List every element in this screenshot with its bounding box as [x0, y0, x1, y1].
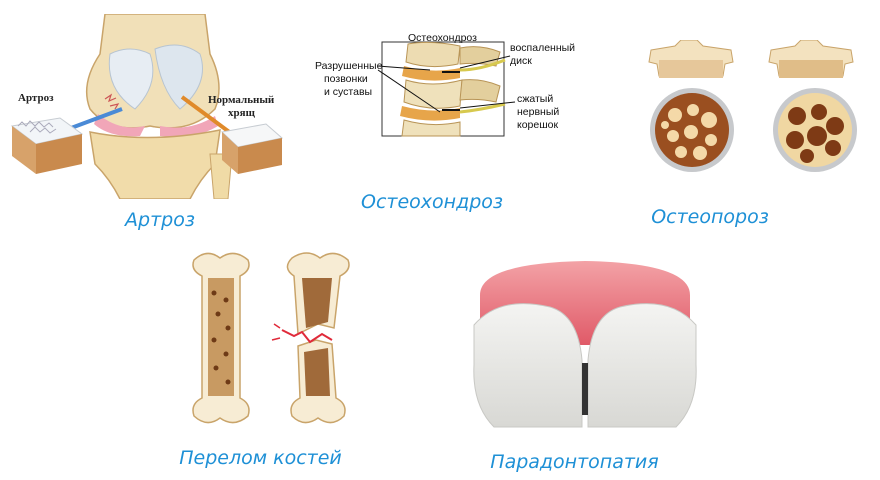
caption-periodontopathy: Парадонтопатия [490, 451, 659, 473]
panel-osteochondrosis: Остеохондроз Разрушенные позвонки и суст… [310, 30, 585, 140]
caption-arthrosis: Артроз [125, 209, 195, 231]
caption-osteochondrosis: Остеохондроз [361, 191, 503, 213]
label-spine-title: Остеохондроз [408, 32, 477, 44]
healthy-vertebra [648, 40, 734, 172]
knee-joint-illustration [10, 14, 284, 199]
osteoporosis-illustration [648, 40, 857, 172]
broken-bone-upper [286, 252, 350, 336]
bone-fracture-illustration [192, 252, 350, 424]
label-normal-cartilage-1: Нормальный [208, 94, 275, 106]
intact-bone [192, 252, 250, 424]
normal-cartilage-sample [220, 123, 284, 174]
teeth-gums-illustration [473, 261, 697, 428]
label-destroyed-3: и суставы [324, 86, 373, 98]
panel-periodontopathy [470, 255, 700, 430]
label-destroyed-1: Разрушенные [315, 60, 383, 72]
label-compressed-1: сжатый [517, 93, 554, 105]
label-arthrosis: Артроз [18, 92, 54, 104]
label-inflamed-1: воспаленный [510, 42, 576, 54]
broken-bone-lower [290, 339, 346, 424]
osteoporotic-vertebra [768, 40, 857, 172]
label-compressed-3: корешок [517, 119, 559, 131]
caption-osteoporosis: Остеопороз [651, 206, 769, 228]
label-compressed-2: нервный [517, 106, 560, 118]
panel-fracture [182, 248, 362, 428]
damaged-cartilage-sample [10, 117, 84, 174]
spine-illustration [377, 41, 516, 137]
label-normal-cartilage-2: хрящ [228, 107, 255, 119]
panel-osteoporosis [645, 40, 870, 185]
label-destroyed-2: позвонки [324, 73, 368, 85]
panel-arthrosis: Артроз Нормальный хрящ [10, 14, 285, 199]
label-inflamed-2: диск [510, 55, 532, 67]
caption-fracture: Перелом костей [179, 447, 342, 469]
